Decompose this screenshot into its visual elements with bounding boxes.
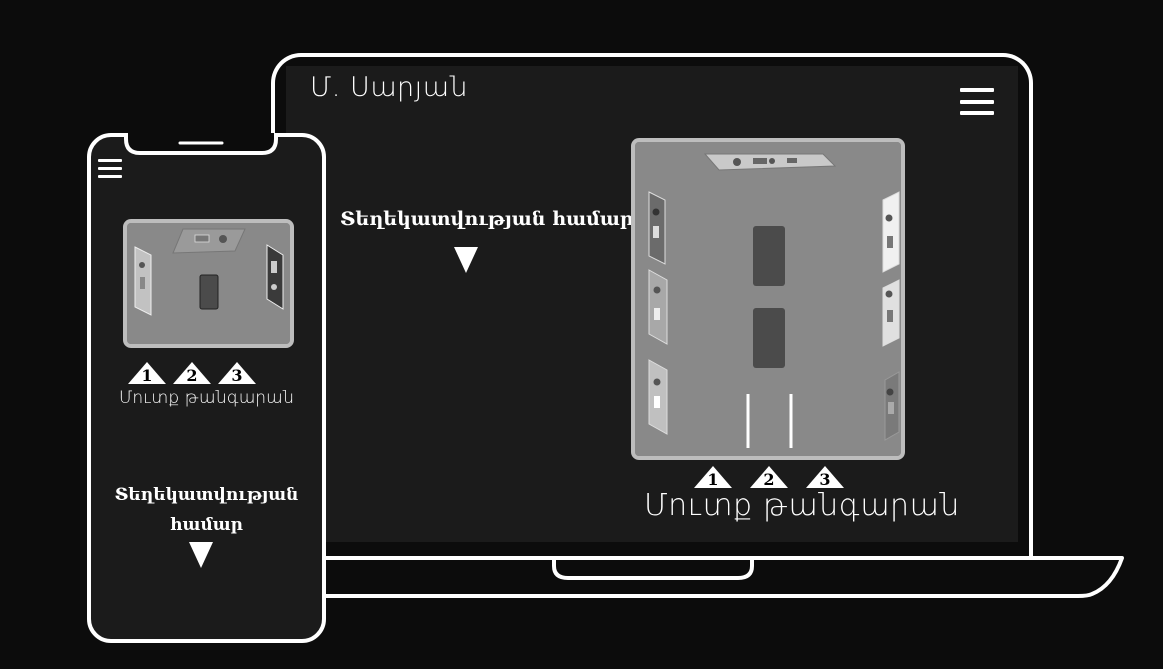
room-illustration xyxy=(127,223,290,344)
wall-exhibit xyxy=(648,269,668,345)
room-number-1[interactable]: 1 xyxy=(128,362,166,385)
triangle-icon xyxy=(173,362,211,384)
room-numbers: 1 2 3 xyxy=(694,466,844,489)
triangle-icon xyxy=(128,362,166,384)
down-arrow-icon[interactable] xyxy=(452,245,480,275)
triangle-icon xyxy=(750,466,788,488)
museum-room-view[interactable] xyxy=(631,138,905,460)
room-number-2[interactable]: 2 xyxy=(750,466,788,489)
down-arrow-icon[interactable] xyxy=(187,540,215,570)
info-label[interactable]: Տեղեկատվության համար xyxy=(114,485,299,535)
info-label[interactable]: Տեղեկատվության համար xyxy=(340,208,634,230)
laptop-base xyxy=(269,556,1124,598)
museum-room-view[interactable] xyxy=(123,219,294,348)
room-illustration xyxy=(635,142,901,456)
room-numbers: 1 2 3 xyxy=(128,362,256,385)
triangle-icon xyxy=(806,466,844,488)
room-number-3[interactable]: 3 xyxy=(218,362,256,385)
room-number-3[interactable]: 3 xyxy=(806,466,844,489)
display-pedestal xyxy=(753,226,785,286)
wall-exhibit xyxy=(882,191,900,273)
site-title[interactable]: Մ. Սարյան xyxy=(310,72,469,103)
triangle-icon xyxy=(694,466,732,488)
display-pedestal xyxy=(753,308,785,368)
room-number-1[interactable]: 1 xyxy=(694,466,732,489)
hamburger-menu-icon[interactable] xyxy=(98,159,122,178)
wall-exhibit xyxy=(266,244,284,310)
entrance-label[interactable]: Մուտք թանգարան xyxy=(119,388,294,408)
hamburger-menu-icon[interactable] xyxy=(960,88,994,115)
room-number-2[interactable]: 2 xyxy=(173,362,211,385)
phone-notch xyxy=(124,133,278,155)
entrance-label[interactable]: Մուտք թանգարան xyxy=(644,488,960,523)
triangle-icon xyxy=(218,362,256,384)
phone-frame xyxy=(87,133,326,643)
